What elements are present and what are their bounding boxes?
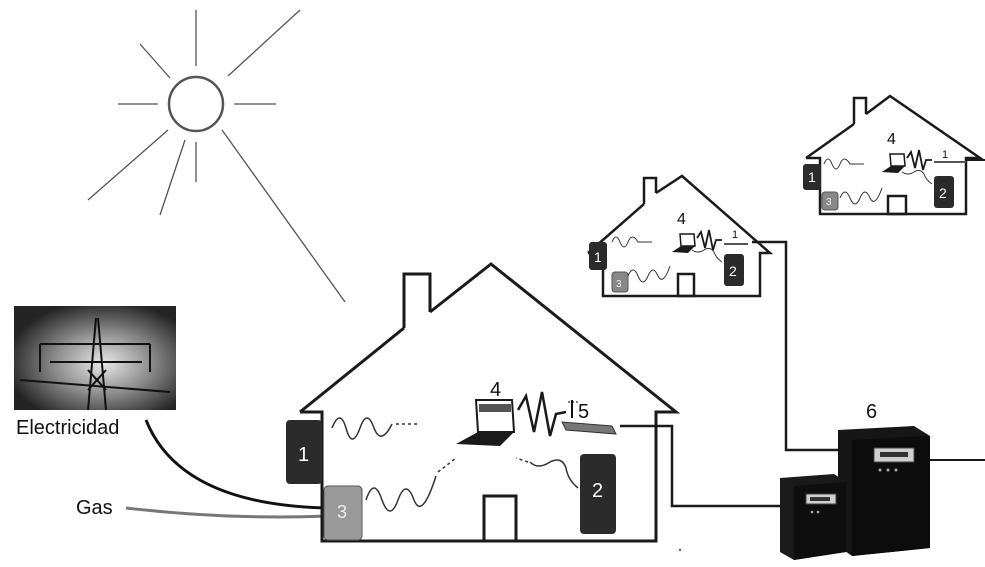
small-b-label-5: 1: [942, 149, 948, 161]
power-pylon-photo: [14, 306, 176, 410]
small-b-box-2-label: 2: [939, 185, 947, 201]
label-6: 6: [866, 401, 877, 423]
sun-icon: [88, 10, 345, 302]
small-a-label-5: 1: [732, 229, 738, 241]
label-4: 4: [490, 379, 501, 401]
small-a-box-3-label: 3: [616, 279, 622, 290]
cable-main-to-inverter: [620, 426, 782, 506]
electricity-label: Electricidad: [16, 417, 119, 439]
heat-wave-arrows: [332, 418, 578, 511]
small-a-signal: [697, 230, 722, 250]
box-3-label: 3: [337, 502, 347, 522]
meter-device: [562, 422, 616, 434]
small-a-box-1-label: 1: [594, 249, 602, 265]
small-a-box-2-label: 2: [729, 263, 737, 279]
small-b-signal: [907, 150, 932, 170]
small-b-label-4: 4: [887, 131, 896, 148]
small-a-label-4: 4: [677, 211, 686, 228]
small-a-laptop-icon: [672, 234, 695, 253]
cable-small-a-to-inverter: [752, 242, 838, 450]
speck: [679, 549, 681, 551]
inverter-icon: [780, 426, 930, 560]
box-1-label: 1: [298, 444, 309, 466]
box-2-label: 2: [592, 480, 603, 502]
gas-line: [126, 508, 328, 517]
signal-wave: [518, 392, 566, 436]
small-b-box-3-label: 3: [826, 197, 832, 208]
label-5: 5: [578, 401, 589, 423]
small-b-box-1-label: 1: [808, 169, 816, 185]
laptop-icon: [456, 400, 514, 446]
small-b-laptop-icon: [882, 154, 905, 173]
gas-label: Gas: [76, 497, 113, 519]
